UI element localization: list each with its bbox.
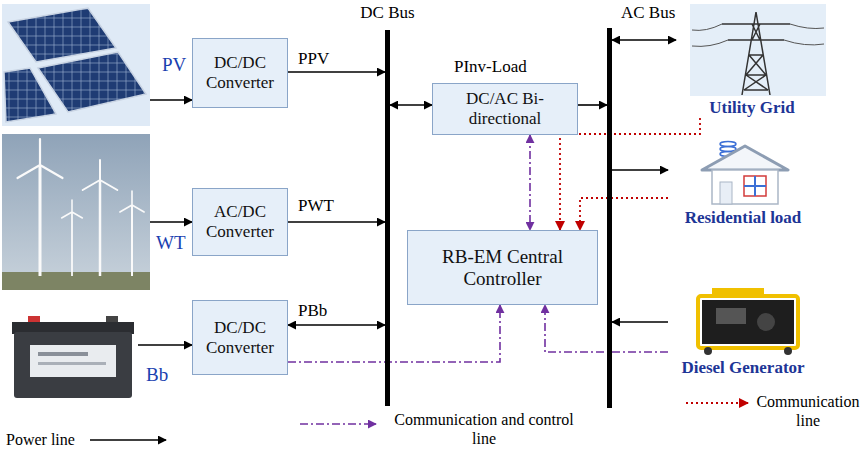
battery-picture-part	[14, 332, 132, 398]
power-line	[150, 99, 192, 101]
legend-samples-part	[686, 402, 748, 404]
power-label: PInv-Load	[452, 58, 529, 77]
wind-picture	[2, 134, 150, 290]
inverter-box: DC/AC Bi-directional	[432, 83, 578, 135]
battery-picture-part	[30, 345, 116, 377]
power-line	[578, 104, 607, 106]
power-line	[288, 324, 385, 326]
converter-box: DC/DC Converter	[192, 38, 288, 108]
battery-bank: Bb	[8, 316, 138, 402]
generator-picture-part	[704, 347, 712, 355]
box-label: RB-EM Central Controller	[412, 246, 593, 290]
wind-picture-part	[71, 212, 73, 276]
component-label: WT	[156, 232, 186, 254]
house-picture	[702, 142, 788, 205]
power-label: PBb	[296, 302, 329, 321]
wind-picture-part	[18, 139, 63, 178]
converter-box: DC/DC Converter	[192, 300, 288, 375]
component-label: Utility Grid	[709, 98, 794, 118]
converter-box: AC/DC Converter	[192, 188, 288, 256]
legend-text: Power line	[6, 431, 75, 448]
wind-turbine: WT	[2, 134, 150, 290]
generator-picture	[698, 288, 798, 355]
battery-picture	[12, 316, 134, 398]
power-line	[288, 71, 385, 73]
wind-picture-part	[120, 191, 144, 212]
pv-picture-part	[38, 52, 146, 112]
legend-samples-part	[90, 439, 166, 441]
component-label: Residential load	[685, 208, 802, 228]
power-line	[612, 321, 668, 323]
grid-picture-part	[690, 4, 826, 96]
battery-picture-part	[106, 316, 118, 323]
legend-entry: Communication line	[756, 392, 860, 430]
power-line	[390, 104, 432, 106]
house-picture-part	[720, 182, 732, 204]
house-picture-part	[744, 176, 766, 196]
component-label: Bb	[146, 364, 168, 386]
wind-picture-part	[131, 205, 133, 276]
utility-grid: Utility Grid	[676, 2, 828, 118]
pv-picture	[2, 4, 150, 126]
generator-picture-part	[702, 300, 794, 344]
wind-picture-part	[2, 134, 150, 290]
legend-samples-part	[300, 423, 376, 425]
controller-box: RB-EM Central Controller	[407, 230, 598, 305]
wind-picture-part	[83, 160, 118, 190]
power-line	[612, 39, 676, 41]
bus-label: DC Bus	[360, 3, 414, 23]
battery-picture-part	[38, 352, 88, 356]
battery-picture-part	[38, 362, 106, 365]
grid-picture-part	[692, 24, 824, 46]
grid-picture-part	[722, 12, 790, 95]
power-line	[288, 221, 385, 223]
power-line	[612, 169, 668, 171]
generator-picture-part	[698, 296, 798, 348]
ac-bus: AC Bus	[607, 28, 612, 408]
grid-picture	[690, 4, 826, 96]
generator-picture-part	[784, 347, 792, 355]
pv-picture-part	[2, 4, 150, 126]
legend-entry: Communication and control line	[384, 410, 584, 448]
dc-bus: DC Bus	[385, 30, 390, 406]
box-label: DC/DC Converter	[197, 318, 283, 357]
control-line	[529, 135, 531, 230]
power-line	[138, 344, 192, 346]
wind-picture-part	[2, 272, 150, 290]
house-picture-part	[702, 146, 788, 170]
wind-picture-part	[39, 165, 42, 276]
pv-picture-part	[4, 68, 56, 122]
wind-picture-part	[62, 200, 83, 218]
legend-entry: Power line	[6, 430, 75, 449]
legend-text: Communication and control line	[394, 411, 574, 447]
wind-picture-part	[99, 180, 102, 276]
communication-line	[560, 118, 700, 230]
house-picture-part	[712, 170, 778, 204]
pv-array: PV	[2, 4, 150, 126]
battery-picture-part	[28, 316, 40, 323]
communication-line	[580, 198, 668, 230]
residential-load: Residential load	[668, 140, 818, 228]
generator-picture-part	[716, 308, 746, 324]
power-line	[150, 221, 192, 223]
bus-label: AC Bus	[621, 3, 675, 23]
house-picture-part	[744, 176, 766, 196]
power-label: PWT	[296, 197, 336, 216]
box-label: DC/DC Converter	[197, 53, 283, 92]
generator-picture-part	[757, 313, 775, 331]
power-label: PPV	[296, 50, 331, 69]
box-label: DC/AC Bi-directional	[437, 89, 573, 128]
box-label: AC/DC Converter	[197, 202, 283, 241]
component-label: Diesel Generator	[681, 358, 804, 378]
component-label: PV	[162, 54, 186, 76]
diesel-generator: Diesel Generator	[668, 282, 818, 378]
legend-text: Communication line	[756, 393, 859, 429]
pv-picture-part	[8, 8, 116, 62]
generator-picture-part	[712, 288, 764, 297]
